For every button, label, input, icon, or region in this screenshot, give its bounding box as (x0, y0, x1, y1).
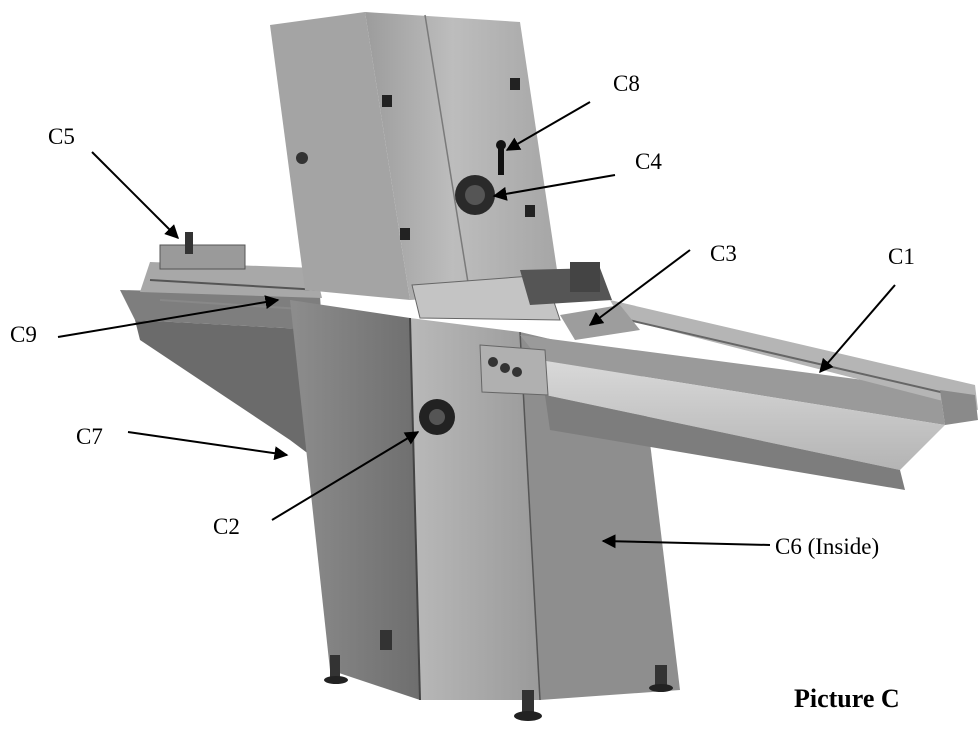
figure-caption: Picture C (794, 684, 900, 713)
callout-c8: C8 (613, 71, 640, 96)
arrow-c4 (492, 174, 616, 201)
right-conveyor (520, 300, 978, 490)
arrow-c7 (127, 431, 289, 461)
top-tray (411, 262, 640, 340)
callout-c7: C7 (76, 424, 103, 449)
arrow-c2 (271, 431, 420, 521)
arrow-c9 (57, 295, 280, 338)
arrow-c3 (588, 249, 691, 326)
callout-c9: C9 (10, 322, 37, 347)
tower-housing (270, 12, 560, 300)
callout-c2: C2 (213, 514, 240, 539)
callout-arrows (57, 101, 896, 549)
callout-c3: C3 (710, 241, 737, 266)
callout-c4: C4 (635, 149, 662, 174)
callout-c6: C6 (Inside) (775, 534, 880, 559)
control-panel (419, 344, 549, 435)
arrow-c6 (601, 534, 771, 549)
callout-c1: C1 (888, 244, 915, 269)
arrow-c5 (91, 151, 179, 239)
arrow-c8 (505, 101, 591, 151)
callout-c5: C5 (48, 124, 75, 149)
arrow-c1 (819, 284, 896, 374)
